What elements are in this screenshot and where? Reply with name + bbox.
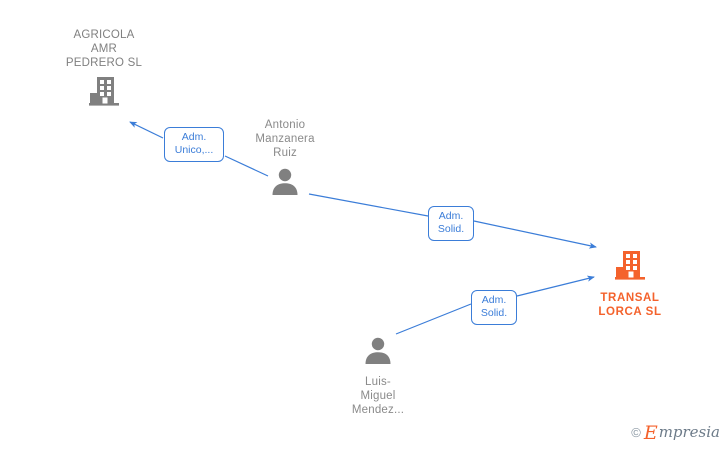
company-name-label-transal: TRANSAL LORCA SL (598, 292, 662, 318)
person-icon (270, 166, 300, 201)
edge-segment-admsolid1-to-transal (473, 220, 597, 249)
edge-segment-admsolid2-to-transal (516, 275, 595, 297)
company-name-label-agricola: AGRICOLA AMR PEDRERO SL (65, 29, 143, 69)
relation-label-adm-solid-antonio[interactable]: Adm. Solid. (428, 206, 474, 241)
brand-initial: E (643, 422, 658, 444)
edge-segment-antonio-to-admsolid1 (308, 193, 429, 217)
relation-label-adm-solid-luis-miguel[interactable]: Adm. Solid. (471, 290, 517, 325)
relation-label-adm-unico[interactable]: Adm. Unico,... (164, 127, 224, 162)
person-name-label-luis-miguel: Luis- Miguel Mendez... (351, 376, 405, 416)
graph-node-agricola[interactable]: AGRICOLA AMR PEDRERO SL (44, 28, 164, 113)
graph-node-luis-miguel-mendez[interactable]: Luis- Miguel Mendez... (318, 335, 438, 417)
building-icon (87, 74, 121, 113)
brand-name: mpresia (658, 423, 720, 441)
building-icon (613, 248, 647, 287)
edge-segment-antonio-to-admunico (224, 155, 269, 177)
graph-node-antonio-manzanera-ruiz[interactable]: Antonio Manzanera Ruiz (225, 118, 345, 201)
person-icon (363, 335, 393, 370)
empresia-watermark: © E mpresia (631, 422, 720, 444)
graph-node-transal-lorca[interactable]: TRANSAL LORCA SL (570, 248, 690, 319)
edge-segment-admunico-to-agricola (129, 121, 164, 139)
copyright-icon: © (631, 425, 641, 440)
edge-segment-luismiguel-to-admsolid2 (395, 303, 472, 335)
person-name-label-antonio: Antonio Manzanera Ruiz (255, 119, 315, 159)
